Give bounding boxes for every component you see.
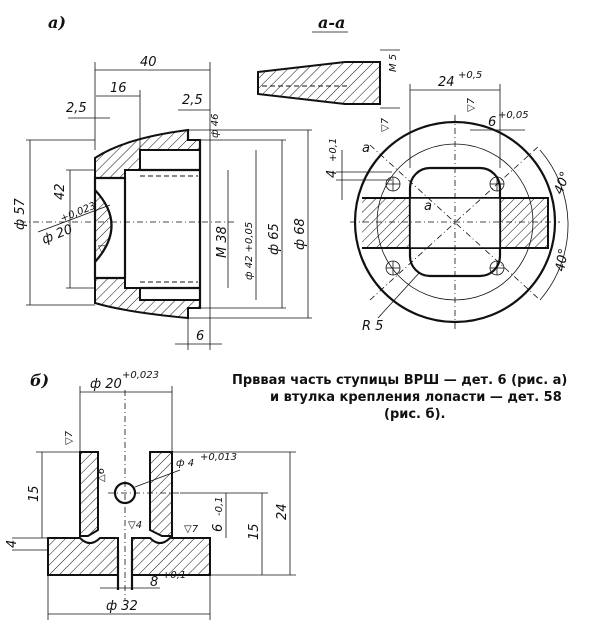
dim-m38: M 38: [215, 226, 230, 258]
bush-wall-right: [149, 451, 173, 537]
view-a-hub-section: а) 40 16 2,5 2,5 ф 46: [13, 13, 312, 350]
rough-b-6: △6: [96, 468, 107, 482]
view-b-bush: б) ф 20 +0,023 ф 4 +0,013 15 4: [5, 370, 296, 620]
view-b-label: б): [30, 371, 49, 390]
dim-6-bottom: 6: [196, 329, 204, 344]
dim-b-15-left: 15: [27, 485, 42, 502]
dim-b-phi-4-tol: +0,013: [200, 452, 237, 463]
dim-b-4: 4: [5, 540, 20, 548]
rough-mark-section-1: ▽7: [466, 97, 477, 112]
caption-line-3: (рис. б).: [384, 407, 445, 422]
dim-b-phi-20: ф 20: [90, 377, 122, 392]
dim-phi-46: ф 46: [210, 114, 221, 138]
dim-phi-20-tol: +0,023: [59, 201, 97, 225]
rough-mark-a: ▽: [98, 244, 106, 255]
dim-b-6-tol: -0,1: [214, 496, 225, 516]
dim-16: 16: [110, 81, 127, 96]
dim-r5: R 5: [362, 319, 383, 334]
dim-phi-42: ф 42 +0,05: [244, 222, 255, 280]
dim-b-phi-20-tol: +0,023: [122, 370, 159, 381]
dim-24: 24: [438, 75, 455, 90]
section-a-a: а-а M 5 24 +0,5: [257, 13, 574, 334]
dim-4-section: 4: [325, 170, 340, 178]
dim-24-tol: +0,5: [458, 70, 482, 81]
dim-4-tol: +0,1: [328, 138, 339, 162]
caption-line-2: и втулка крепления лопасти — дет. 58: [270, 390, 562, 405]
dim-b-8: 8: [150, 575, 158, 590]
hub-body-upper: [94, 128, 201, 179]
dim-40: 40: [140, 55, 157, 70]
cut-a-mid: а: [424, 199, 432, 214]
dim-42: 42: [53, 183, 68, 200]
dim-phi-65: ф 65: [267, 223, 282, 255]
caption: Прввая часть ступицы ВРШ — дет. 6 (рис. …: [232, 373, 567, 422]
section-label: а-а: [318, 13, 345, 32]
dim-b-24: 24: [275, 503, 290, 520]
bush-flange-right: [131, 537, 211, 576]
bush-flange: [47, 537, 119, 576]
dim-6-tol: +0,05: [498, 110, 529, 121]
dim-b-8-tol: +0,1: [162, 570, 186, 581]
dim-b-phi-4: ф 4: [176, 458, 194, 469]
dim-angle-40-bottom: 40°: [553, 247, 572, 272]
dim-m5: M 5: [388, 54, 399, 72]
rough-b-7a: ▽7: [64, 430, 75, 445]
bush-wall-left: [79, 451, 99, 537]
dim-angle-40-top: 40°: [552, 170, 574, 197]
dim-phi-57: ф 57: [13, 197, 28, 230]
rough-b-7b: ▽7: [184, 524, 199, 535]
dim-b-6: 6: [211, 524, 226, 532]
rough-b-4: ▽4: [128, 520, 142, 531]
rough-mark-section-2: ▽7: [380, 117, 391, 132]
dim-b-15-right: 15: [247, 523, 262, 540]
dim-2-5-left: 2,5: [66, 101, 87, 116]
dim-phi-68: ф 68: [293, 218, 308, 250]
dim-6-section: 6: [488, 115, 496, 130]
caption-line-1: Прввая часть ступицы ВРШ — дет. 6 (рис. …: [232, 373, 567, 388]
hub-body-lower: [94, 277, 201, 320]
dim-b-phi-32: ф 32: [106, 599, 138, 614]
view-a-label: а): [48, 13, 66, 32]
cut-a-top: а: [362, 141, 370, 156]
screw-view: [257, 61, 381, 105]
dim-2-5-right: 2,5: [182, 93, 203, 108]
